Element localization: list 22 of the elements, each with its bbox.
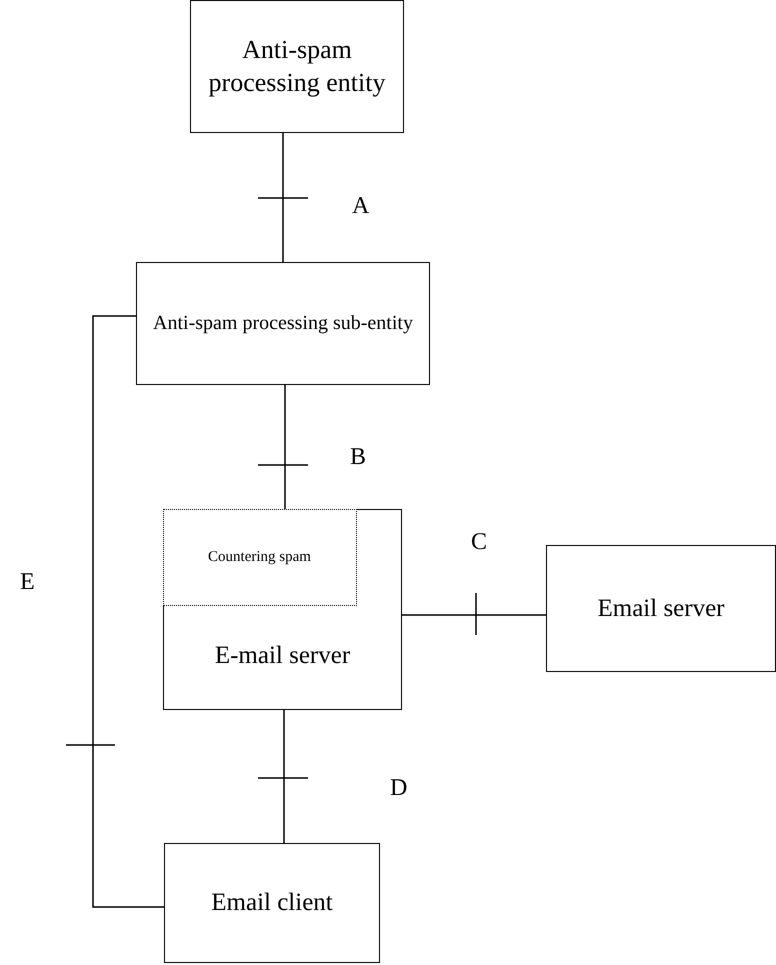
node-label: Countering spam (208, 548, 311, 566)
node-label: Anti-spam processing entity (208, 34, 386, 99)
node-label: Email client (211, 888, 333, 918)
node-label: E-mail server (214, 640, 350, 671)
node-label: Email server (597, 594, 725, 624)
entity-box (546, 545, 776, 672)
connector-line (283, 710, 285, 843)
edge-label: E (20, 570, 35, 594)
entity-box (163, 509, 402, 710)
connector-line (282, 133, 284, 262)
edge-label: C (471, 530, 488, 554)
edge-label: B (350, 445, 366, 469)
connector-line (284, 385, 286, 509)
edge-label: D (390, 776, 408, 800)
entity-box (136, 262, 430, 385)
edge-label: A (352, 194, 370, 218)
node-label: Anti-spam processing sub-entity (153, 311, 413, 336)
entity-box (190, 0, 404, 133)
entity-box (164, 843, 380, 963)
connector-line (402, 614, 546, 616)
dotted-component-box (162, 508, 356, 606)
connector-line (92, 315, 164, 908)
